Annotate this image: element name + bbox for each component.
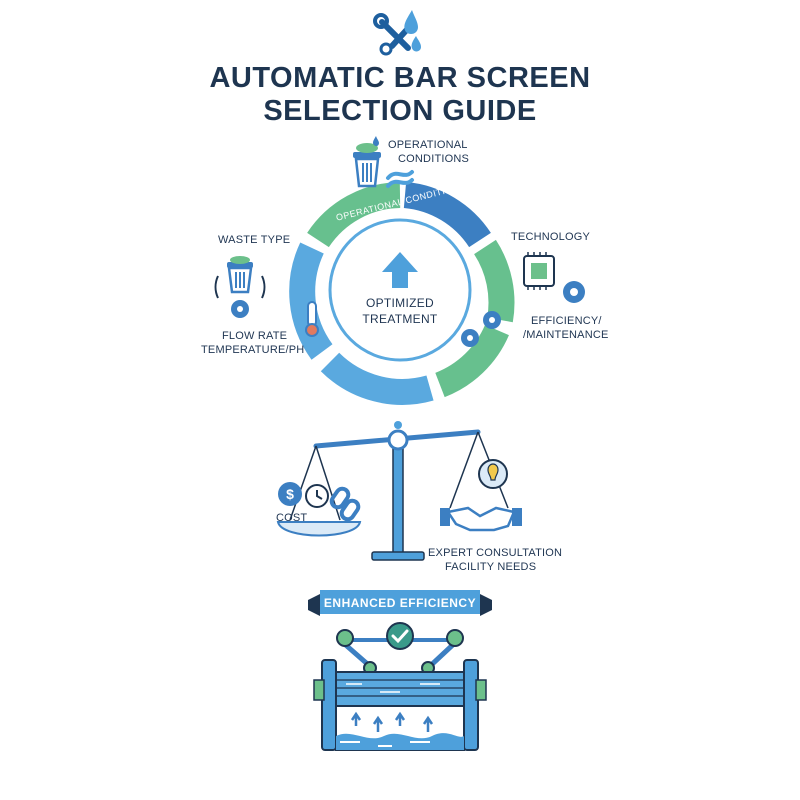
- center-circle: [328, 218, 472, 362]
- water-wave-icon: [386, 170, 414, 188]
- scale-pillar: [392, 439, 404, 556]
- screen-bars: [335, 671, 465, 707]
- label-facility-needs: FACILITY NEEDS: [445, 561, 537, 573]
- page-title-line1: AUTOMATIC BAR SCREEN: [209, 62, 591, 94]
- flow-arrow-4: [422, 715, 434, 732]
- page-title-line2: SELECTION GUIDE: [263, 95, 537, 127]
- center-label-line1: OPTIMIZED: [365, 296, 435, 310]
- label-operational-line1: OPERATIONAL: [388, 139, 468, 151]
- label-technology: TECHNOLOGY: [511, 231, 591, 243]
- ring-segment-blue-top: [403, 182, 491, 248]
- ring-segment-green-right: [473, 239, 515, 323]
- label-operational-line2: CONDITIONS: [398, 153, 470, 165]
- banner: [320, 590, 480, 614]
- ring-segment-blue-bottom: [320, 352, 434, 405]
- balance-scale: $: [276, 421, 522, 561]
- ring-segment-green-top: [307, 182, 401, 248]
- chain-link-icon: [329, 486, 361, 522]
- label-efficiency-line2: /MAINTENANCE: [523, 329, 609, 341]
- left-pan-strings: [289, 445, 341, 521]
- left-pan: [276, 521, 362, 537]
- banner-label: ENHANCED EFFICIENCY: [323, 596, 477, 610]
- flow-arrow-3: [394, 711, 406, 726]
- cycle-diagram: [214, 136, 585, 405]
- gears-icon: [461, 311, 501, 347]
- ring-segment-blue-left: [289, 242, 333, 360]
- label-temperature-ph: TEMPERATURE/PH: [201, 344, 305, 356]
- chip-gear-icon: [523, 252, 585, 303]
- svg-text:$: $: [286, 486, 294, 502]
- label-waste-type: WASTE TYPE: [218, 234, 291, 246]
- label-flow-rate: FLOW RATE: [222, 330, 288, 342]
- flow-arrow-1: [350, 711, 362, 726]
- label-efficiency-line1: EFFICIENCY/: [531, 315, 602, 327]
- label-cost: COST: [276, 512, 308, 524]
- flow-arrow-2: [372, 715, 384, 732]
- banner-tail-left: [308, 594, 320, 616]
- dollar-icon: [278, 482, 302, 506]
- scale-base: [371, 551, 425, 561]
- banner-tail-right: [480, 594, 492, 616]
- thermometer-icon: [305, 301, 319, 337]
- center-label-line2: TREATMENT: [362, 312, 438, 326]
- label-expert-consultation: EXPERT CONSULTATION: [428, 547, 563, 559]
- check-icon: [386, 622, 414, 650]
- bar-screen-machine: [308, 590, 492, 751]
- arrow-up-icon: [382, 252, 418, 288]
- ring-segment-green-lowright: [434, 324, 509, 398]
- handshake-icon: [440, 506, 522, 532]
- waste-recycle-icon: [214, 256, 266, 318]
- trash-bin-icon: [353, 136, 381, 188]
- tools-water-drop-icon: [373, 10, 421, 56]
